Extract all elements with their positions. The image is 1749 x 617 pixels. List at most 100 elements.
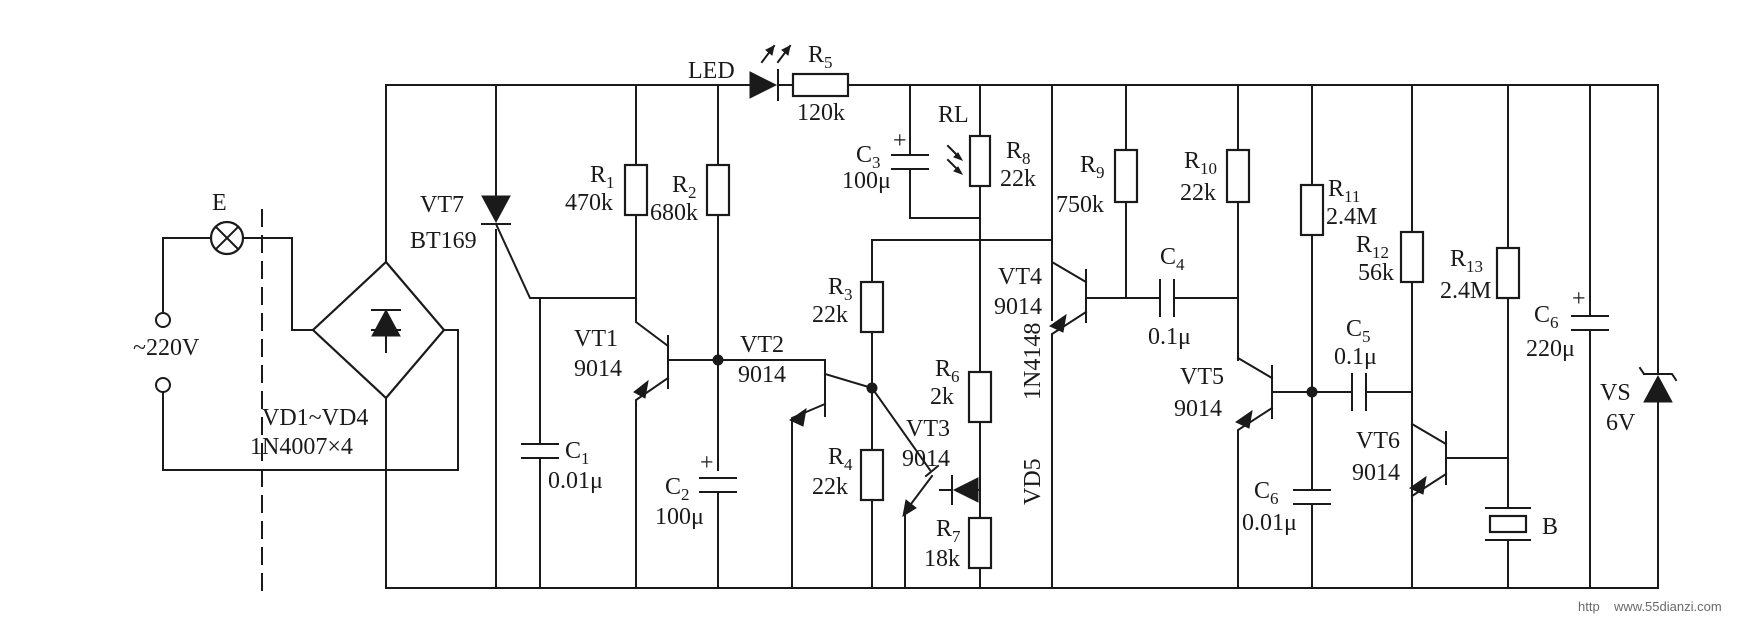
c3-value: 100μ: [842, 168, 891, 194]
rl-label: RL: [938, 102, 969, 128]
vt2-ref: VT2: [740, 332, 784, 358]
vs-value: 6V: [1606, 410, 1636, 436]
svg-text:C6: C6: [1254, 478, 1279, 508]
c4-capacitor: C4 0.1μ: [1148, 244, 1239, 350]
vt1-ref: VT1: [574, 326, 618, 352]
c6-small-capacitor: C6 0.01μ: [1242, 84, 1331, 589]
vt4-ref: VT4: [998, 264, 1042, 290]
r7-value: 18k: [924, 546, 960, 572]
vt2-transistor: VT2 9014: [717, 332, 874, 589]
svg-text:C4: C4: [1160, 244, 1185, 274]
svg-text:R9: R9: [1080, 152, 1105, 182]
svg-text:R4: R4: [828, 444, 853, 474]
svg-text:R13: R13: [1450, 246, 1483, 276]
vt7-ref: VT7: [420, 192, 464, 218]
svg-text:R11: R11: [1328, 176, 1360, 206]
lamp-e: E: [209, 190, 245, 256]
r5-resistor: R5 120k: [791, 42, 850, 126]
vt5-transistor: VT5 9014: [1174, 356, 1313, 589]
r1-resistor: R1 470k: [565, 84, 649, 299]
r3-resistor: R3 22k: [812, 274, 885, 589]
svg-text:http: http: [1578, 599, 1600, 614]
svg-text:R6: R6: [935, 356, 960, 386]
bridge-ref: VD1~VD4: [262, 405, 368, 431]
c1-capacitor: C1 0.01μ: [521, 297, 603, 589]
vd5-value: 1N4148: [1020, 323, 1046, 400]
r11-value: 2.4M: [1326, 204, 1377, 230]
vd5-ref: VD5: [1020, 458, 1046, 505]
svg-text:R1: R1: [590, 162, 615, 192]
vs-zener-diode: VS 6V: [1600, 84, 1678, 589]
r9-value: 750k: [1056, 192, 1104, 218]
svg-text:C2: C2: [665, 474, 690, 504]
vt1-transistor: VT1 9014: [574, 297, 719, 589]
r8-value: 22k: [1000, 166, 1036, 192]
svg-text:C1: C1: [565, 438, 590, 468]
c2-capacitor: + C2 100μ: [655, 450, 737, 589]
c5-capacitor: C5 0.1μ: [1311, 316, 1413, 411]
supply-label: ~220V: [133, 335, 200, 361]
led-diode: LED: [688, 44, 794, 101]
svg-text:+: +: [893, 128, 907, 154]
vd5-diode: VD5 1N4148: [939, 323, 1046, 505]
r9-resistor: R9 750k: [1056, 84, 1139, 299]
svg-text:C6: C6: [1534, 302, 1559, 332]
r8-resistor: R8 22k: [1000, 84, 1053, 321]
svg-text:R10: R10: [1184, 148, 1217, 178]
vt5-ref: VT5: [1180, 364, 1224, 390]
watermark: http www.55dianzi.com: [1578, 599, 1722, 614]
c6b-value: 220μ: [1526, 336, 1575, 362]
vt3-value: 9014: [902, 446, 950, 472]
vt5-value: 9014: [1174, 396, 1222, 422]
svg-text:R12: R12: [1356, 232, 1389, 262]
vt1-value: 9014: [574, 356, 622, 382]
c6-electrolytic-capacitor: + C6 220μ: [1526, 84, 1609, 589]
c1-value: 0.01μ: [548, 468, 603, 494]
vt7-scr: VT7 BT169: [410, 84, 637, 589]
r13-resistor: R13 2.4M: [1440, 84, 1521, 589]
r6-resistor: R6 2k: [930, 354, 993, 519]
r10-value: 22k: [1180, 180, 1216, 206]
vt6-ref: VT6: [1356, 428, 1400, 454]
svg-text:R8: R8: [1006, 138, 1031, 168]
svg-text:C5: C5: [1346, 316, 1371, 346]
r1-value: 470k: [565, 190, 613, 216]
r5-value: 120k: [797, 100, 845, 126]
vt4-transistor: VT4 9014: [994, 239, 1161, 589]
vt2-value: 9014: [738, 362, 786, 388]
vt6-transistor: VT6 9014: [1352, 422, 1509, 498]
svg-text:R2: R2: [672, 172, 697, 202]
r4-value: 22k: [812, 474, 848, 500]
bridge-rectifier: VD1~VD4 1N4007×4: [250, 84, 446, 589]
r13-value: 2.4M: [1440, 278, 1491, 304]
r6-value: 2k: [930, 384, 954, 410]
r12-value: 56k: [1358, 260, 1394, 286]
vt4-value: 9014: [994, 294, 1042, 320]
vs-ref: VS: [1600, 380, 1631, 406]
vt7-value: BT169: [410, 228, 477, 254]
svg-text:R5: R5: [808, 42, 833, 72]
r2-resistor: R2 680k: [650, 84, 731, 471]
svg-text:+: +: [700, 450, 714, 476]
mains-section: [155, 209, 459, 601]
r7-resistor: R7 18k: [924, 516, 993, 589]
bias-wire: [871, 239, 1053, 283]
r11-resistor: R11 2.4M: [1299, 176, 1377, 237]
r2-value: 680k: [650, 200, 698, 226]
vt3-ref: VT3: [906, 416, 950, 442]
r3-value: 22k: [812, 302, 848, 328]
lamp-label: E: [212, 190, 227, 216]
vt6-value: 9014: [1352, 460, 1400, 486]
vt3-transistor: VT3 9014: [870, 386, 950, 589]
c2-value: 100μ: [655, 504, 704, 530]
r10-resistor: R10 22k: [1180, 84, 1251, 361]
svg-text:R3: R3: [828, 274, 853, 304]
r4-resistor: R4 22k: [812, 444, 885, 502]
watermark-site: www.55dianzi.com: [1613, 599, 1722, 614]
bridge-value: 1N4007×4: [250, 434, 353, 460]
buzzer-b: B: [1485, 507, 1558, 541]
c6a-value: 0.01μ: [1242, 510, 1297, 536]
svg-text:+: +: [1572, 286, 1586, 312]
c4-value: 0.1μ: [1148, 324, 1191, 350]
